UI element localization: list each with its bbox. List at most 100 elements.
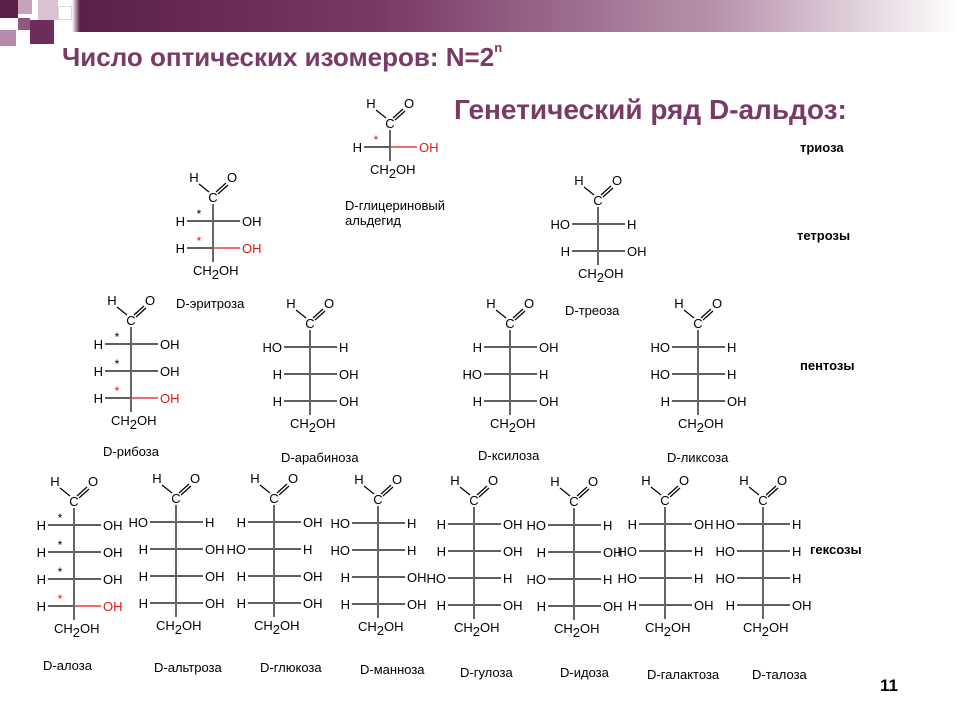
aldehyde-o-atom: O [488,473,498,488]
right-substituent-2: OH [242,241,262,256]
subscript-2: 2 [175,622,182,637]
aldehyde-c-atom: C [305,316,314,331]
aldehyde-h-atom: H [450,473,459,488]
right-substituent-1: H [792,517,801,532]
subscript-2: 2 [762,624,769,639]
molecule-name-erythrose: D-эритроза [176,296,245,311]
left-substituent-2: H [37,545,46,560]
bond-c-o-2 [602,187,614,198]
aldehyde-o-atom: O [288,471,298,486]
bond-c-o-2 [217,184,229,195]
right-substituent-2: H [727,367,736,382]
right-substituent-2: OH [339,367,359,382]
left-substituent-2: H [176,241,185,256]
aldehyde-o-atom: O [712,296,722,311]
right-substituent-1: OH [539,340,559,355]
right-substituent-4: OH [503,598,523,613]
molecule-name-arabinose: D-арабиноза [281,450,359,465]
left-substituent-2: HO [227,542,247,557]
terminal-ch2oh-group: CH2OH [156,618,202,637]
bond-c-o-2 [478,487,490,498]
bond-c-o-1 [667,485,679,496]
chiral-center-star-4: * [58,592,63,606]
oh-label: OH [396,162,416,177]
terminal-ch2oh-group: CH2OH [193,263,239,282]
bond-c-h [295,309,307,319]
ch-label: CH [290,416,309,431]
right-substituent-2: OH [627,244,647,259]
left-substituent-3: H [341,570,350,585]
right-substituent-2: H [539,367,548,382]
page-subtitle: Генетический ряд D-альдоз: [454,94,847,125]
bond-c-o-2 [314,310,326,321]
bond-c-o-1 [312,308,324,319]
aldehyde-o-atom: O [404,96,414,111]
aldehyde-o-atom: O [190,471,200,486]
oh-label: OH [384,619,404,634]
bond-c-o-2 [382,486,394,497]
aldehyde-c-atom: C [171,491,180,506]
left-substituent-1: H [94,337,103,352]
left-substituent-4: H [139,596,148,611]
bond-c-o-2 [669,487,681,498]
molecule-name-line-1: D-глицериновый [345,198,445,213]
terminal-ch2oh-group: CH2OH [54,621,100,640]
left-substituent-3: HO [716,571,736,586]
left-substituent-1: HO [129,515,149,530]
oh-label: OH [704,416,724,431]
right-substituent-4: OH [103,599,123,614]
molecule-name-glucose: D-глюкоза [260,660,322,675]
left-substituent-3: HO [527,572,547,587]
left-substituent-2: H [139,542,148,557]
left-substituent-1: H [237,515,246,530]
subscript-2: 2 [664,624,671,639]
bond-c-h [459,486,471,496]
terminal-ch2oh-group: CH2OH [254,618,300,637]
aldehyde-o-atom: O [392,472,402,487]
aldehyde-h-atom: H [641,473,650,488]
oh-label: OH [80,621,100,636]
subscript-2: 2 [509,420,516,435]
ch-label: CH [454,620,473,635]
ch-label: CH [111,413,130,428]
subscript-2: 2 [573,625,580,640]
oh-label: OH [219,263,239,278]
chiral-center-star-1: * [58,511,63,525]
aldehyde-c-atom: C [69,494,78,509]
subscript-2: 2 [309,420,316,435]
aldehyde-o-atom: O [324,296,334,311]
aldehyde-c-atom: C [385,116,394,131]
right-substituent-2: H [303,542,312,557]
left-substituent-1: HO [527,518,547,533]
chiral-center-star-1: * [197,207,202,221]
right-substituent-4: OH [205,596,225,611]
decor-square-1 [0,0,18,18]
aldehyde-h-atom: H [152,471,161,486]
aldehyde-h-atom: H [107,293,116,308]
bond-c-o-2 [514,310,526,321]
bond-c-o-1 [765,485,777,496]
aldehyde-o-atom: O [679,473,689,488]
left-substituent-2: HO [463,367,483,382]
subscript-2: 2 [212,267,219,282]
left-substituent-1: HO [263,340,283,355]
bond-c-o-1 [178,483,190,494]
bond-c-h [559,487,571,497]
chiral-center-star-1: * [374,133,379,147]
left-substituent-4: H [237,596,246,611]
page-title-text: Число оптических изомеров: N=2 [62,42,495,72]
right-substituent-3: OH [407,570,427,585]
category-hexoses: гексозы [810,542,862,557]
aldehyde-o-atom: O [612,173,622,188]
